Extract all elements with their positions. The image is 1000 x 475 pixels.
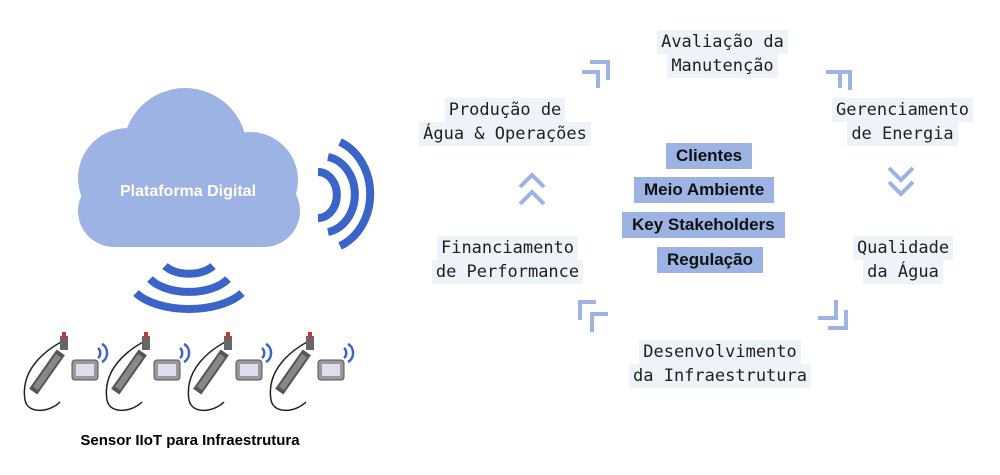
sensor-caption: Sensor IIoT para Infraestrutura bbox=[80, 432, 300, 449]
node-desenvolvimento-line1: Desenvolvimento bbox=[639, 340, 801, 364]
arrow-bottom-right-icon bbox=[818, 300, 848, 330]
sensor-signal-icon bbox=[133, 262, 245, 313]
node-producao-line2: Água & Operações bbox=[419, 122, 591, 146]
sensor-device-icon bbox=[269, 332, 355, 412]
arrow-left-up-icon bbox=[518, 172, 546, 206]
sensor-device-icon bbox=[187, 332, 273, 412]
arrow-top-right-icon bbox=[826, 70, 852, 90]
node-gerenciamento: Gerenciamento de Energia bbox=[820, 98, 985, 146]
cloud-signal-icon bbox=[317, 138, 375, 250]
center-key-stakeholders: Key Stakeholders bbox=[622, 212, 785, 238]
node-avaliacao: Avaliação da Manutenção bbox=[640, 30, 805, 78]
sensor-device-icon bbox=[23, 332, 109, 412]
center-regulacao: Regulação bbox=[657, 247, 763, 273]
cloud-label: Plataforma Digital bbox=[119, 183, 257, 200]
cloud-shape bbox=[78, 88, 300, 247]
node-qualidade: Qualidade da Água bbox=[828, 236, 978, 284]
node-financiamento-line1: Financiamento bbox=[436, 236, 579, 260]
node-qualidade-line2: da Água bbox=[863, 260, 943, 284]
node-desenvolvimento-line2: da Infraestrutura bbox=[629, 364, 811, 388]
arrow-top-left-icon bbox=[582, 60, 610, 88]
node-qualidade-line1: Qualidade bbox=[852, 236, 954, 260]
sensor-device-icon bbox=[105, 332, 191, 412]
node-producao-line1: Produção de bbox=[444, 98, 566, 122]
center-clientes: Clientes bbox=[666, 143, 753, 169]
node-gerenciamento-line1: Gerenciamento bbox=[831, 98, 974, 122]
sensor-group bbox=[20, 330, 360, 425]
node-financiamento: Financiamento de Performance bbox=[420, 236, 595, 284]
node-producao: Produção de Água & Operações bbox=[405, 98, 605, 146]
node-avaliacao-line2: Manutenção bbox=[667, 54, 778, 78]
node-avaliacao-line1: Avaliação da bbox=[657, 30, 788, 54]
arrow-bottom-left-icon bbox=[578, 300, 608, 332]
node-financiamento-line2: de Performance bbox=[431, 260, 584, 284]
sensor-devices bbox=[23, 332, 355, 412]
node-gerenciamento-line2: de Energia bbox=[847, 122, 958, 146]
node-desenvolvimento: Desenvolvimento da Infraestrutura bbox=[620, 340, 820, 388]
arrow-right-down-icon bbox=[887, 166, 915, 197]
center-meio-ambiente: Meio Ambiente bbox=[634, 177, 775, 203]
